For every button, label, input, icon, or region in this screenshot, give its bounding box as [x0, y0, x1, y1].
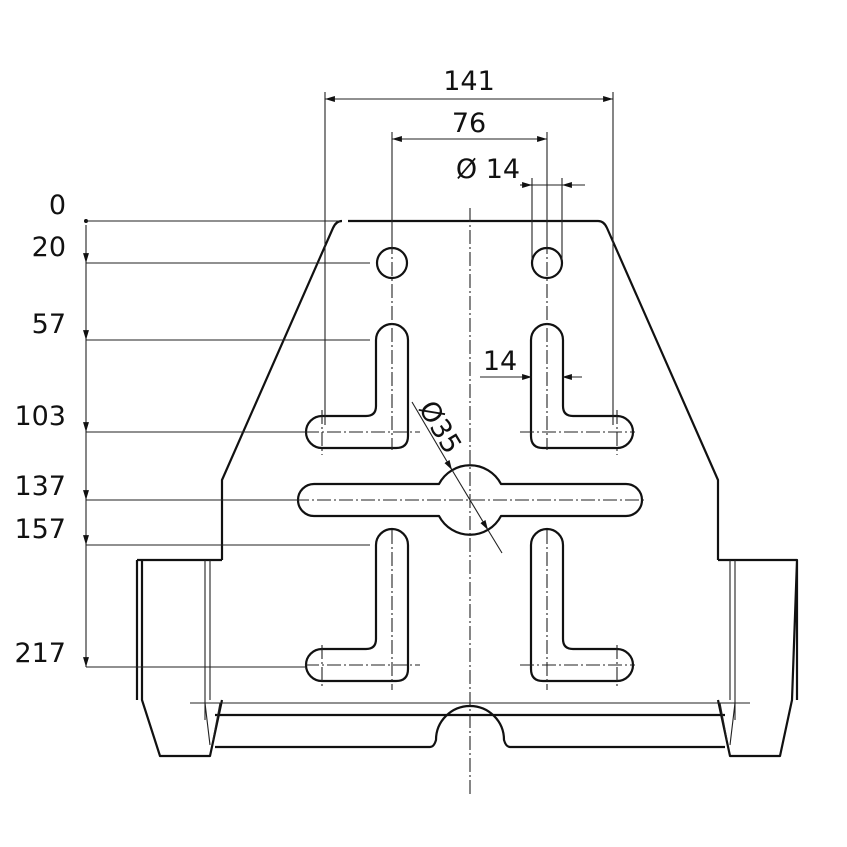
center-slot-with-hole — [296, 464, 644, 536]
centerlines — [295, 208, 645, 795]
slot-lower-right — [529, 527, 635, 683]
dimension-slot-width: 14 — [480, 346, 582, 380]
svg-text:217: 217 — [14, 638, 66, 669]
slot-upper-right — [529, 322, 635, 450]
svg-text:14: 14 — [483, 346, 517, 377]
plate-outline — [220, 219, 720, 560]
base-assembly — [135, 558, 799, 758]
svg-text:76: 76 — [452, 108, 486, 139]
svg-text:Ø 14: Ø 14 — [456, 154, 520, 185]
svg-text:141: 141 — [443, 66, 495, 97]
dimension-hole-diameter: Ø 14 — [456, 154, 585, 260]
svg-text:103: 103 — [14, 401, 66, 432]
slot-upper-left — [304, 322, 410, 450]
svg-text:0: 0 — [49, 190, 66, 221]
svg-text:157: 157 — [14, 514, 66, 545]
dimension-76: 76 — [391, 108, 548, 240]
slot-lower-left — [304, 527, 410, 683]
dimension-141: 141 — [324, 66, 614, 425]
svg-text:Ø35: Ø35 — [412, 396, 467, 460]
svg-text:137: 137 — [14, 471, 66, 502]
svg-text:20: 20 — [32, 232, 66, 263]
ordinate-dimensions: 0 20 57 103 137 157 217 — [14, 190, 370, 669]
svg-text:57: 57 — [32, 309, 66, 340]
